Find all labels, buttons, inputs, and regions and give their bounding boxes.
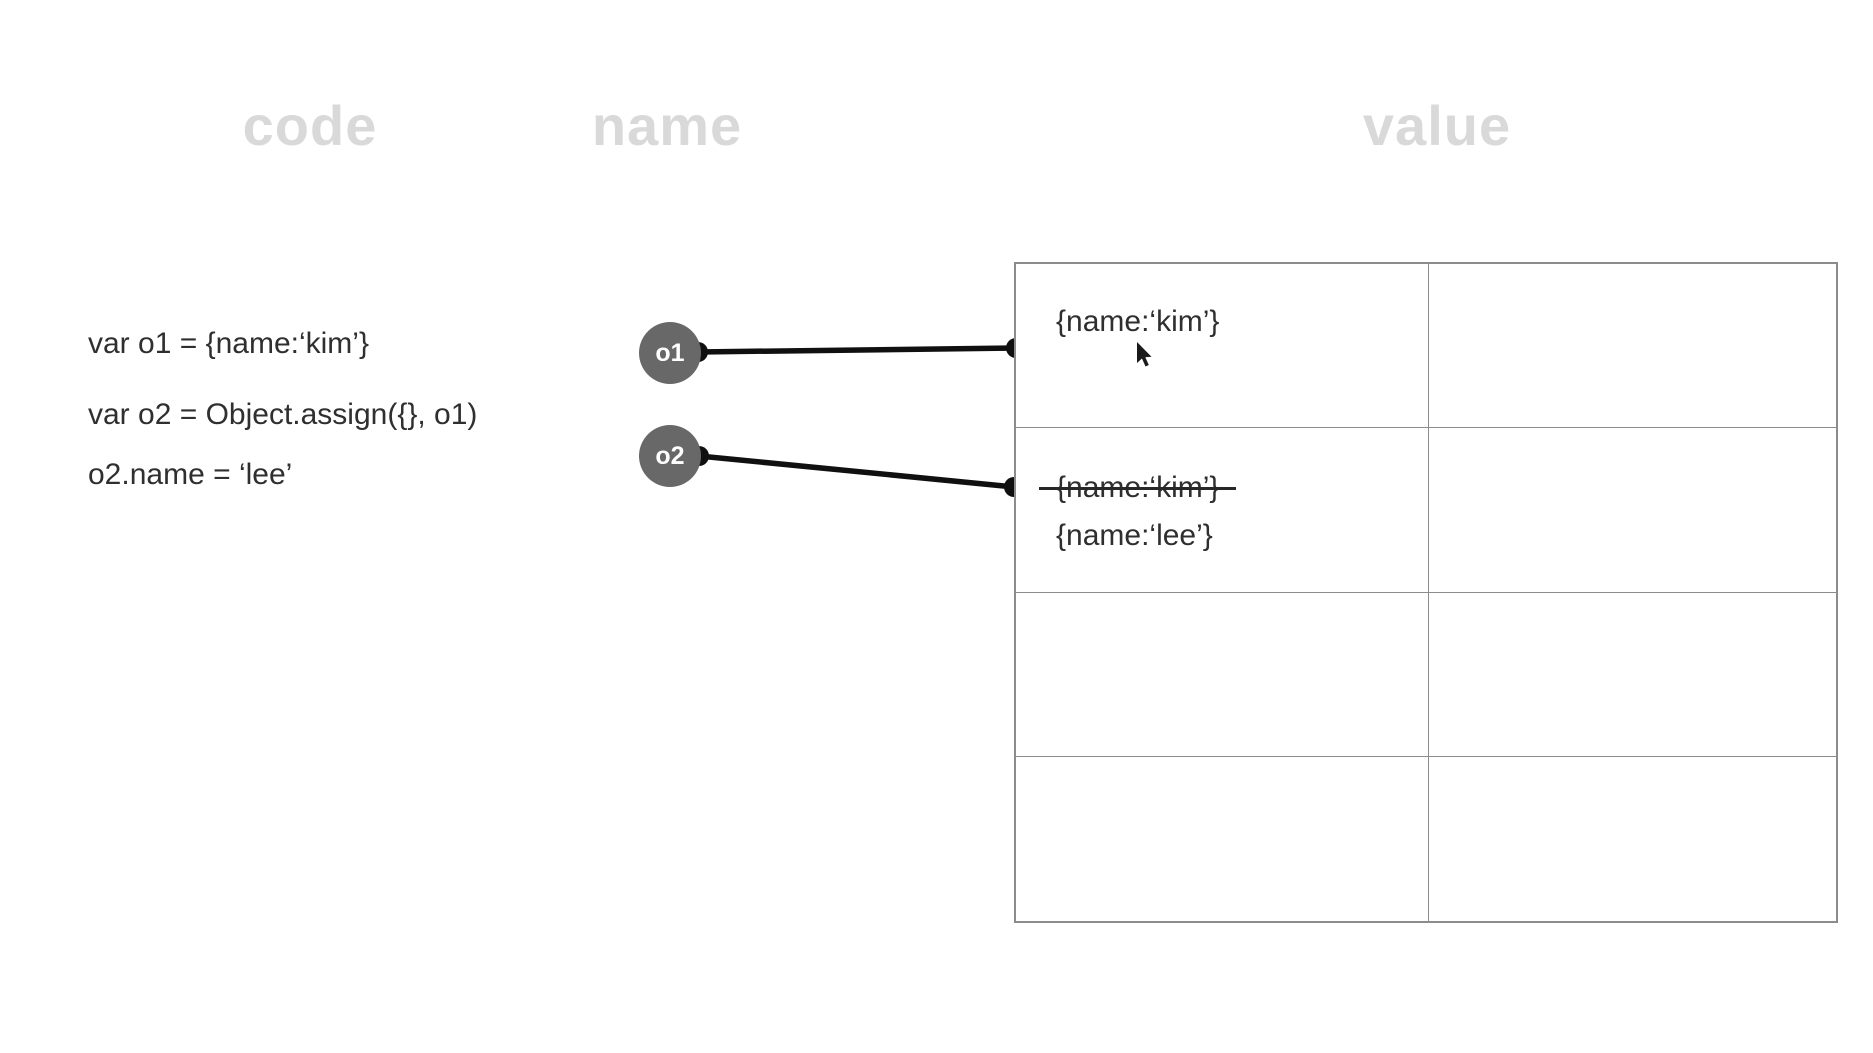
- column-header-value: value: [1362, 94, 1512, 157]
- variable-badge-o2: o2: [639, 425, 701, 487]
- connector-line-o2: [698, 453, 1015, 490]
- variable-badge-o1: o1: [639, 322, 701, 384]
- memory-cell-r3c1: [1016, 592, 1429, 757]
- memory-cell-r4c1: [1016, 756, 1429, 921]
- memory-cell-r1c1: {name:‘kim’}: [1016, 264, 1429, 429]
- object-value-o2-old-strikethrough: {name:‘kim’}: [1038, 471, 1237, 505]
- object-value-o1: {name:‘kim’}: [1056, 305, 1220, 338]
- code-line-o2-name: o2.name = ‘lee’: [88, 458, 293, 491]
- connector-line-o1: [697, 345, 1017, 355]
- memory-cell-r4c2: [1429, 757, 1836, 921]
- memory-cell-r3c2: [1429, 593, 1836, 757]
- memory-cell-r2c1: {name:‘kim’} {name:‘lee’}: [1016, 428, 1429, 593]
- object-value-o2-new: {name:‘lee’}: [1056, 519, 1213, 553]
- variable-label-o1: o1: [655, 338, 685, 367]
- memory-cell-r2c2: [1429, 428, 1836, 593]
- code-line-var-o2: var o2 = Object.assign({}, o1): [88, 398, 478, 431]
- code-line-var-o1: var o1 = {name:‘kim’}: [88, 327, 369, 360]
- variable-label-o2: o2: [655, 441, 685, 470]
- column-header-name: name: [591, 94, 743, 157]
- memory-table: {name:‘kim’} {name:‘kim’} {name:‘lee’}: [1014, 262, 1838, 923]
- column-header-code: code: [242, 94, 378, 157]
- memory-cell-r1c2: [1429, 264, 1836, 429]
